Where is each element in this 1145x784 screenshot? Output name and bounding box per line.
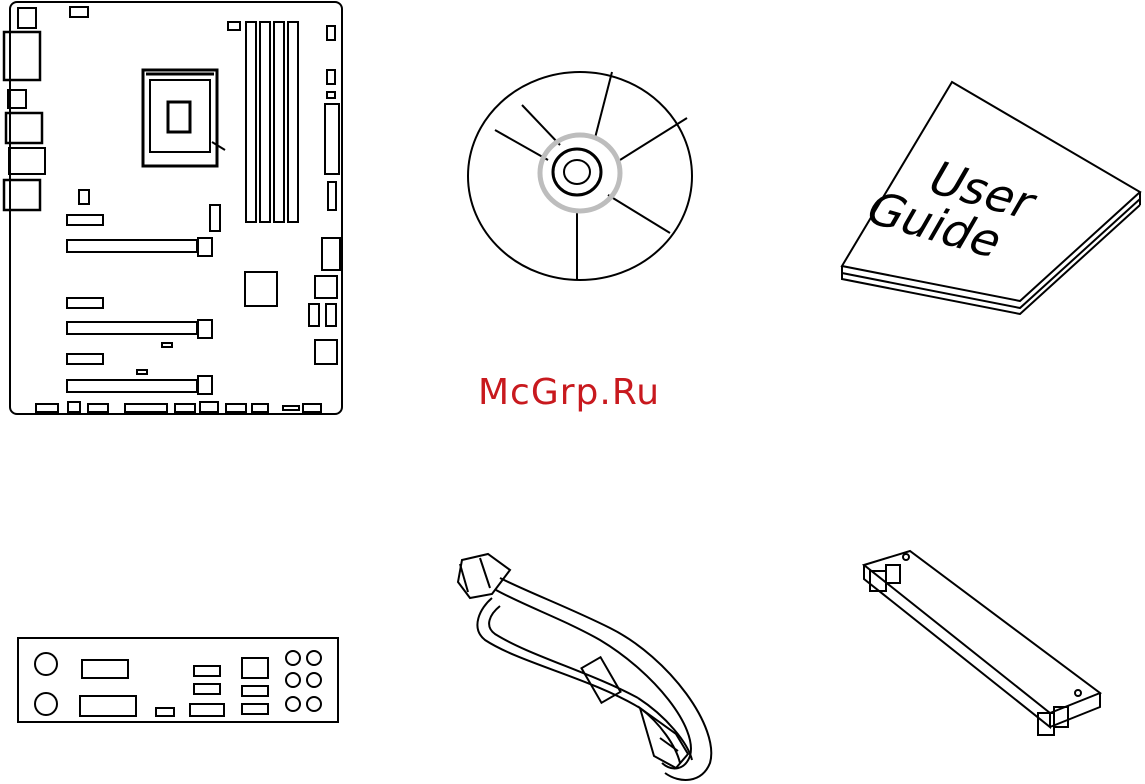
io-shield-illustration — [10, 630, 345, 730]
user-guide-illustration: User Guide — [830, 70, 1145, 315]
sata-cable-illustration — [440, 548, 730, 784]
sli-bridge-illustration — [850, 545, 1120, 745]
watermark-text: McGrp.Ru — [478, 372, 660, 413]
driver-disc-illustration — [460, 60, 710, 290]
motherboard-illustration — [0, 0, 345, 420]
